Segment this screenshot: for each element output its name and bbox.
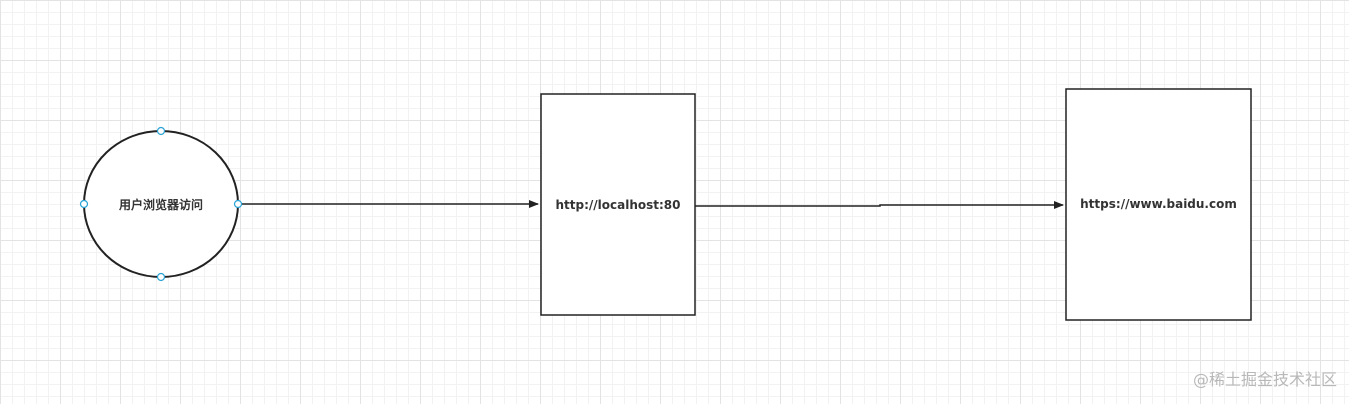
edge-localhost-to-baidu[interactable] (695, 201, 1064, 209)
top-handle[interactable] (156, 126, 166, 136)
localhost-label: http://localhost:80 (555, 198, 681, 212)
user-browser-label: 用户浏览器访问 (118, 197, 203, 212)
baidu-node[interactable] (1065, 88, 1252, 321)
bottom-handle[interactable] (156, 272, 166, 282)
right-handle[interactable] (233, 199, 243, 209)
baidu-label: https://www.baidu.com (1080, 197, 1237, 211)
watermark: @稀土掘金技术社区 (1192, 370, 1337, 389)
left-handle[interactable] (79, 199, 89, 209)
localhost-node[interactable] (540, 93, 696, 316)
